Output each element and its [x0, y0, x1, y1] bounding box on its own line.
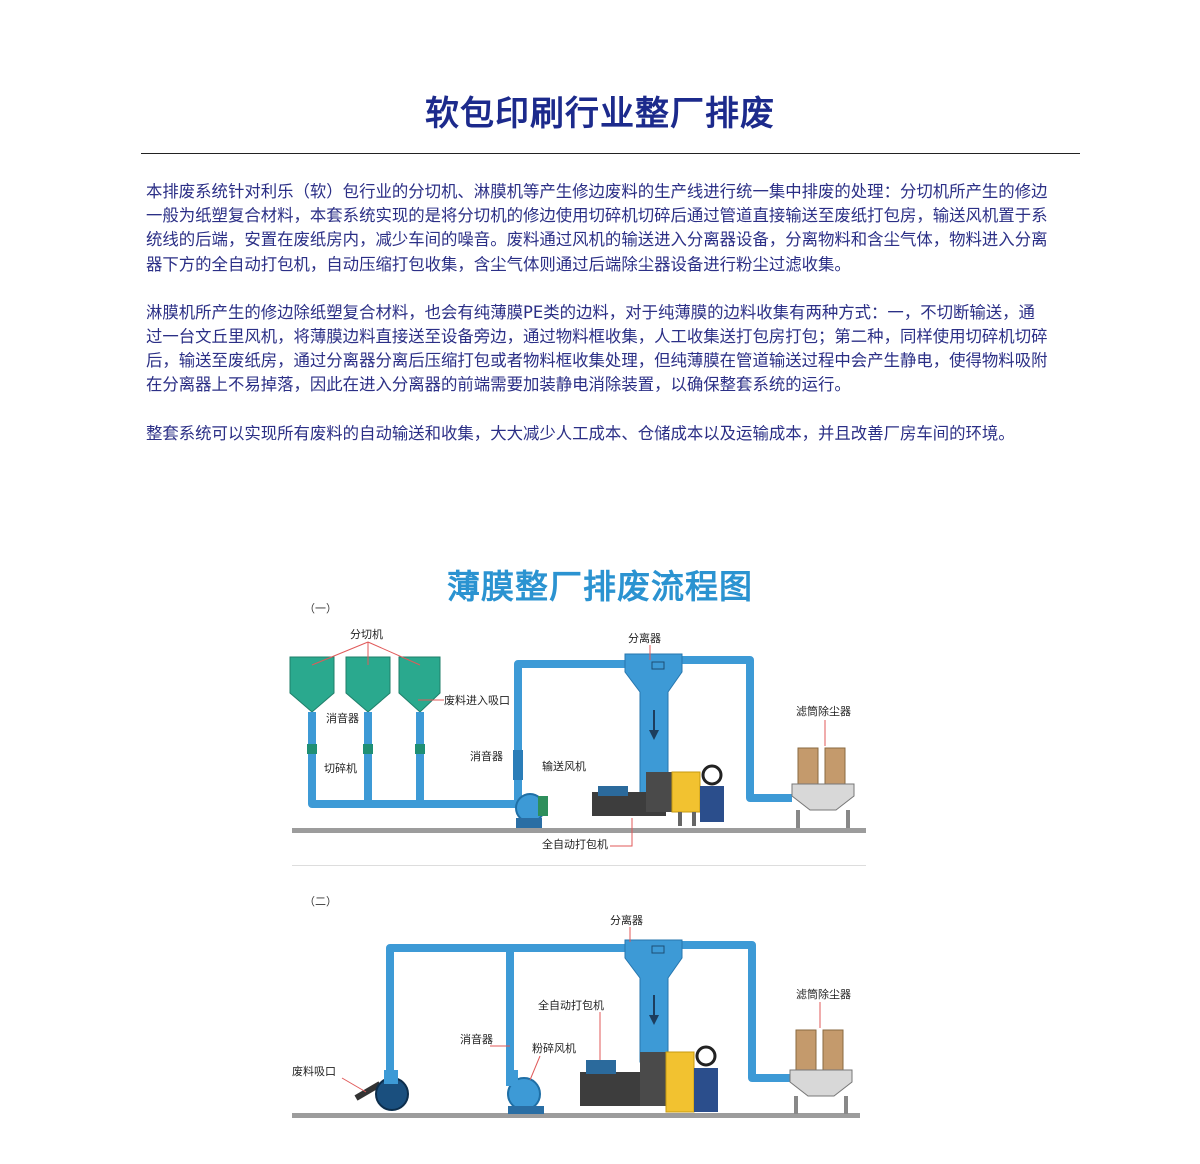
label-crusher-fan: 粉碎风机: [532, 1041, 576, 1055]
label-slitter: 分切机: [350, 627, 383, 641]
ground-2: [292, 1113, 860, 1118]
pipe-network-1: [308, 656, 792, 808]
label-silencer-1b: 消音器: [470, 749, 503, 763]
paragraph-1: 本排废系统针对利乐（软）包行业的分切机、淋膜机等产生修边废料的生产线进行统一集中…: [146, 182, 1048, 274]
paragraph-3: 整套系统可以实现所有废料的自动输送和收集，大大减少人工成本、仓储成本以及运输成本…: [146, 423, 1015, 443]
crusher-fan-icon: [506, 1070, 544, 1114]
diagram-1-tag: （一）: [304, 602, 337, 615]
flowchart-diagrams: （一）: [289, 602, 866, 1118]
silencer-icon: [513, 750, 523, 780]
diagram-2-tag: （二）: [304, 895, 337, 908]
paragraph-2: 淋膜机所产生的修边除纸塑复合材料，也会有纯薄膜PE类的边料，对于纯薄膜的边料收集…: [146, 302, 1048, 395]
slitter-hopper-icon: [289, 656, 441, 713]
label-silencer-1a: 消音器: [326, 711, 359, 725]
ground-1: [292, 828, 866, 833]
baler-icon: [592, 764, 724, 826]
conveying-fan-icon: [515, 793, 548, 828]
baler-2-icon: [580, 1045, 718, 1113]
intro-text: 本排废系统针对利乐（软）包行业的分切机、淋膜机等产生修边废料的生产线进行统一集中…: [146, 180, 1048, 470]
label-suction: 废料吸口: [292, 1064, 336, 1078]
diagram-1: （一）: [289, 602, 866, 866]
label-baler-2: 全自动打包机: [538, 998, 604, 1012]
label-silencer-2: 消音器: [460, 1032, 493, 1046]
page-title: 软包印刷行业整厂排废: [425, 94, 775, 134]
label-baler-1: 全自动打包机: [542, 837, 608, 851]
filter-dust-collector-2-icon: [789, 1029, 853, 1114]
pipe-network-2: [386, 941, 792, 1082]
suction-fan-icon: [354, 1070, 409, 1111]
filter-dust-collector-icon: [791, 747, 855, 828]
separator-2-icon: [624, 939, 683, 1063]
separator-icon: [624, 653, 683, 801]
label-separator-1: 分离器: [628, 631, 661, 645]
label-filter-2: 滤筒除尘器: [796, 987, 851, 1001]
flowchart-title: 薄膜整厂排废流程图: [447, 567, 753, 606]
label-inlet: 废料进入吸口: [444, 693, 510, 707]
label-shredder: 切碎机: [324, 761, 357, 775]
label-filter-1: 滤筒除尘器: [796, 704, 851, 718]
label-fan: 输送风机: [542, 759, 586, 773]
title-divider: [141, 153, 1080, 154]
diagram-2: （二）: [292, 895, 860, 1118]
label-separator-2: 分离器: [610, 913, 643, 927]
shredder-icon: [307, 744, 425, 754]
